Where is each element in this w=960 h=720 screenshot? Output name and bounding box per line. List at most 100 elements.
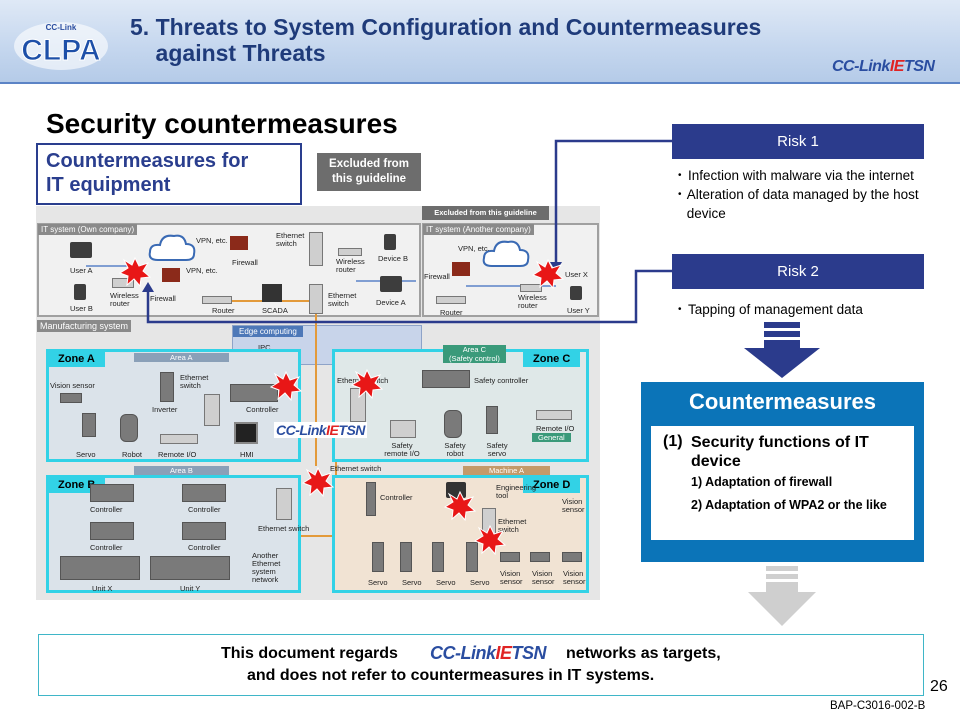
cloud-icon	[148, 234, 196, 261]
zb-controller-3-icon	[90, 522, 134, 540]
ethernet-switch-1-label: Ethernet switch	[276, 231, 305, 248]
zb-unit-x-icon	[60, 556, 140, 580]
router-1-label: Router	[212, 306, 235, 315]
device-a-label: Device A	[376, 298, 406, 307]
firewall-3-icon	[452, 262, 470, 276]
zc-ethernet-switch-label: Ethernet switch	[337, 376, 389, 385]
down-arrow-blue-icon	[744, 322, 820, 378]
zb-controller-3-label: Controller	[90, 543, 123, 552]
zd-vision-sensor-3-label: Vision sensor	[563, 569, 586, 586]
zc-general-label: General	[532, 433, 571, 442]
zone-a-label: Zone A	[48, 351, 105, 367]
zd-servo-4-label: Servo	[470, 578, 490, 587]
za-remote-io-icon	[160, 434, 198, 444]
page-number: 26	[930, 678, 948, 695]
za-vision-sensor-icon	[60, 393, 82, 403]
bottom-line2: and does not refer to countermeasures in…	[247, 667, 655, 684]
zd-vision-sensor-top-label: Vision sensor	[562, 497, 585, 514]
user-a-label: User A	[70, 266, 93, 275]
wireless-router-1-label: Wireless router	[110, 291, 139, 308]
device-b-label: Device B	[378, 254, 409, 263]
zd-engineering-tool-label: Engineering tool	[496, 483, 537, 500]
za-inverter-icon	[160, 372, 174, 402]
risk2-list: •Tapping of management data	[678, 300, 928, 319]
zb-controller-2-icon	[182, 484, 226, 502]
bottom-logo-part2: IE	[495, 643, 513, 663]
cm-sub-2: 2) Adaptation of WPA2 or the like	[691, 498, 887, 512]
zone-c-label: Zone C	[523, 351, 581, 367]
ethernet-switch-2-icon	[309, 284, 323, 314]
zd-vision-sensor-3-icon	[562, 552, 582, 562]
risk2-item-1: •Tapping of management data	[678, 302, 863, 317]
bottom-line1-pre: This document regards	[221, 645, 398, 662]
firewall-1-icon	[230, 236, 248, 250]
excluded-small-label: Excluded from this guideline	[422, 206, 549, 220]
zc-remote-io-icon	[536, 410, 572, 420]
user-y-icon	[570, 286, 582, 300]
zc-safety-servo-icon	[486, 406, 498, 434]
zb-controller-1-label: Controller	[90, 505, 123, 514]
firewall-3-label: Firewall	[424, 272, 450, 281]
zb-unit-x-label: Unit X	[92, 584, 113, 593]
user-x-label: User X	[565, 270, 588, 279]
manufacturing-title: Manufacturing system	[37, 320, 132, 332]
doc-id: BAP-C3016-002-B	[830, 700, 926, 712]
cc-link-logo-diagram: CC-LinkIETSN	[274, 422, 367, 438]
za-servo-icon	[82, 413, 96, 437]
cloud-2-icon	[482, 240, 530, 267]
zd-controller-icon	[366, 482, 376, 516]
zc-safety-robot-label: Safety robot	[444, 441, 466, 458]
ethernet-switch-1-icon	[309, 232, 323, 266]
zone-c	[332, 349, 589, 462]
za-hmi-icon	[234, 422, 258, 444]
za-ethernet-switch-icon	[204, 394, 220, 426]
user-b-tablet-icon	[74, 284, 86, 300]
bottom-line1-post: networks as targets,	[566, 645, 721, 662]
cc-link-logo-bottom: CC-LinkIETSN	[430, 643, 547, 664]
countermeasures-it-text: Countermeasures for IT equipment	[46, 150, 249, 196]
scada-icon	[262, 284, 282, 302]
zd-servo-1-icon	[372, 542, 384, 572]
router-1-icon	[202, 296, 232, 304]
zd-servo-3-icon	[432, 542, 444, 572]
logo-part3: TSN	[903, 58, 935, 75]
risk1-item-1-text: Infection with malware via the internet	[688, 168, 914, 183]
logo-part1: CC-Link	[832, 58, 890, 75]
za-remote-io-label: Remote I/O	[158, 450, 197, 459]
diagram-logo-part2: IE	[326, 422, 339, 438]
zc-safety-controller-icon	[422, 370, 470, 388]
vpn-etc-3: VPN, etc.	[458, 244, 490, 253]
zc-safety-remote-io-label: Safety remote I/O	[384, 441, 420, 458]
zb-controller-1-icon	[90, 484, 134, 502]
cm-item-title: Security functions of IT device	[691, 434, 869, 470]
zc-ethernet-switch-icon	[350, 388, 366, 422]
excluded-label: Excluded from this guideline	[317, 153, 421, 191]
bottom-logo-part3: TSN	[511, 643, 547, 663]
zb-unit-y-icon	[150, 556, 230, 580]
clpa-logo: CC-Link CLPA	[12, 16, 110, 72]
clpa-logo-subtext: CC-Link	[46, 23, 77, 32]
user-a-pc-icon	[70, 242, 92, 258]
scada-label: SCADA	[262, 306, 288, 315]
wireless-router-2-label: Wireless router	[336, 257, 365, 274]
user-y-label: User Y	[567, 306, 590, 315]
router-2-label: Router	[440, 308, 463, 317]
risk1-title: Risk 1	[672, 124, 924, 159]
section-title: Security countermeasures	[46, 108, 398, 139]
area-c-text: Area C	[462, 345, 487, 354]
it-another-title: IT system (Another company)	[423, 224, 534, 235]
zb-controller-4-icon	[182, 522, 226, 540]
risk2-title: Risk 2	[672, 254, 924, 289]
za-ethernet-switch-label: Ethernet switch	[180, 373, 209, 390]
safety-control-text: (Safety control)	[449, 354, 500, 363]
countermeasures-title: Countermeasures	[688, 389, 877, 414]
vpn-etc-1: VPN, etc.	[196, 236, 228, 245]
countermeasures-inner: (1) Security functions of IT device 1) A…	[651, 426, 914, 540]
firewall-1-label: Firewall	[232, 258, 258, 267]
clpa-logo-text: CLPA	[21, 34, 100, 67]
za-vision-sensor-label: Vision sensor	[50, 381, 95, 390]
zc-remote-io-label: Remote I/O	[536, 424, 575, 433]
area-b-label: Area B	[134, 466, 229, 475]
firewall-2-icon	[162, 268, 180, 282]
zd-servo-1-label: Servo	[368, 578, 388, 587]
